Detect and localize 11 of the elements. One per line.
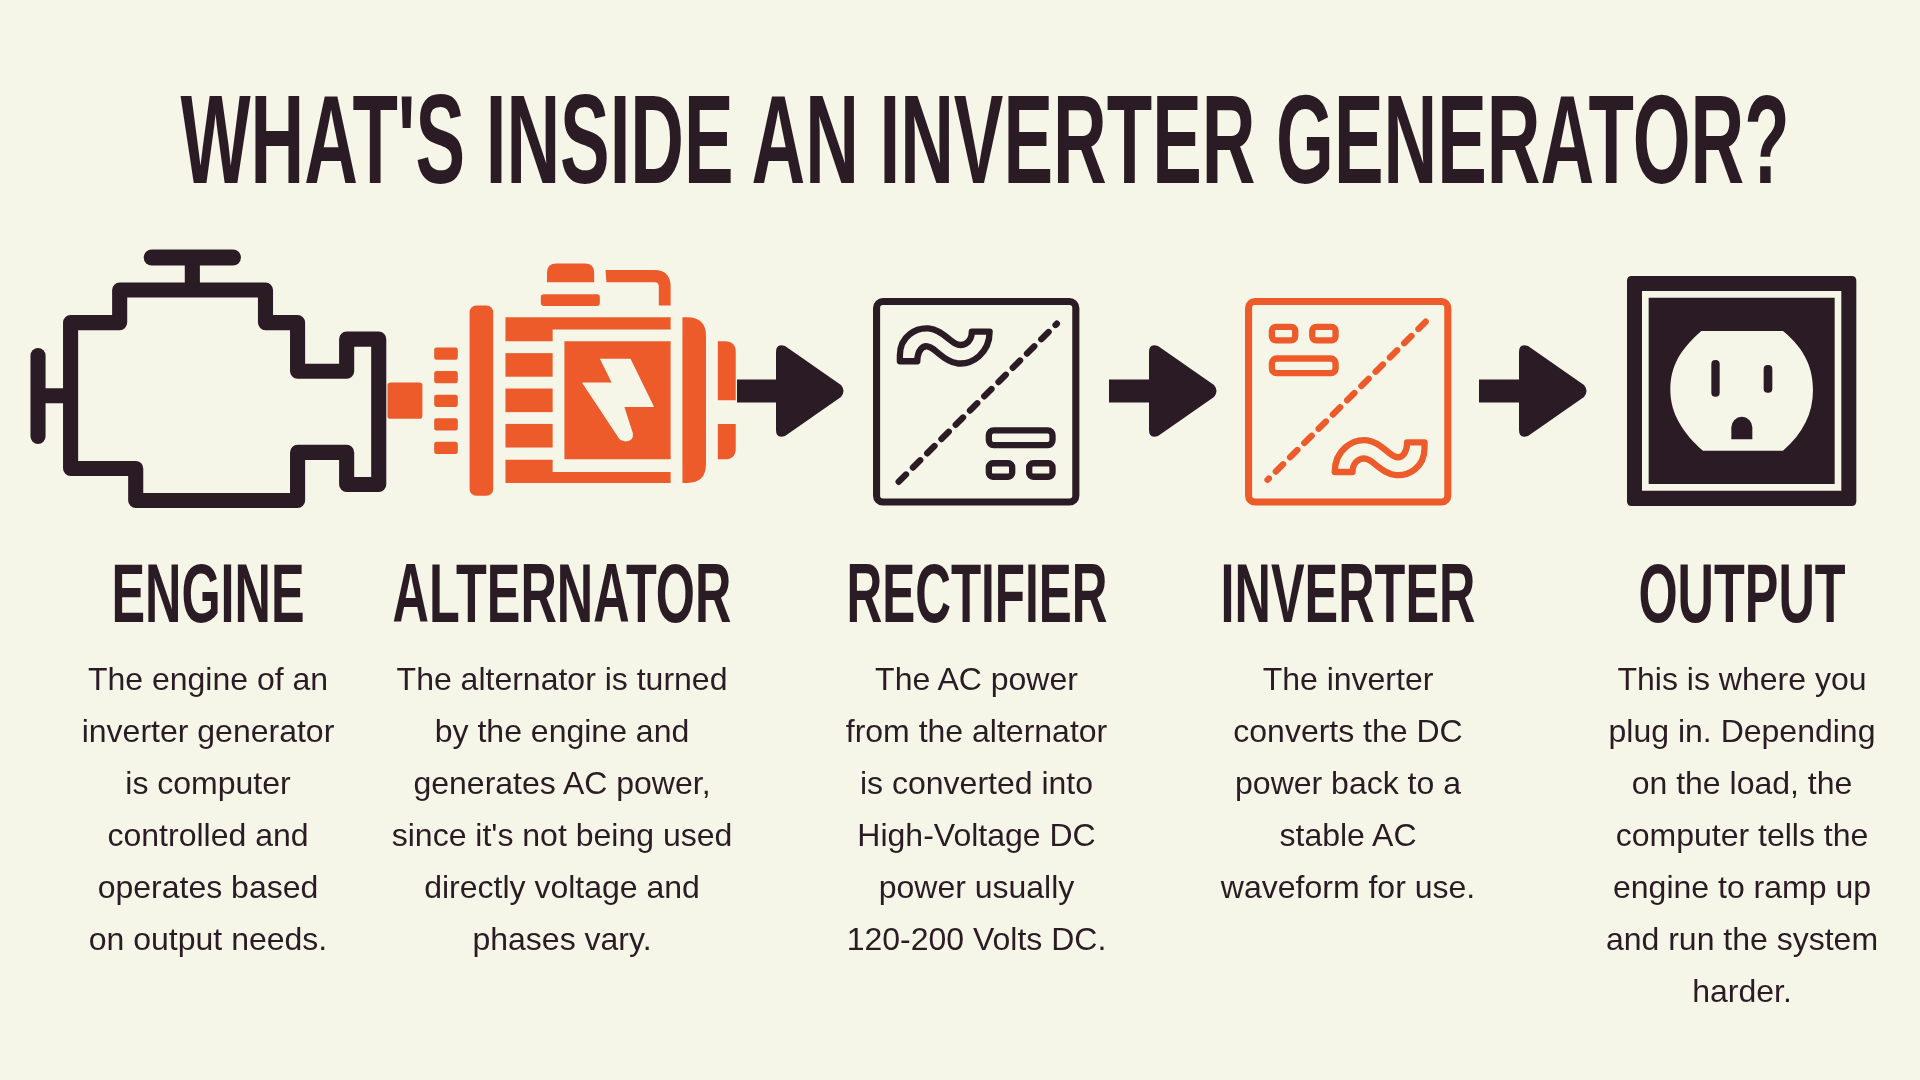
step-description: The alternator is turned by the engine and generates AC power, since it's not being used directly voltage and phases vary.	[390, 660, 734, 959]
step-description: The inverter converts the DC power back to a stable AC waveform for use.	[1219, 660, 1477, 907]
title: WHAT'S INSIDE AN INVERTER GENERATOR?	[180, 77, 1790, 203]
step-description: The engine of an inverter generator is computer controlled and operates based on output needs.	[80, 660, 336, 959]
step-description: The AC power from the alternator is converted into High-Voltage DC power usually 120-200 Volts DC.	[844, 660, 1109, 959]
step-heading: OUTPUT	[1638, 551, 1846, 635]
step-heading: INVERTER	[1220, 551, 1476, 635]
step-description: This is where you plug in. Depending on the load, the computer tells the engine to ramp up and run the system harder.	[1604, 660, 1880, 1011]
step-heading: ALTERNATOR	[392, 551, 732, 635]
step-heading: ENGINE	[111, 551, 305, 635]
step-heading: RECTIFIER	[845, 551, 1108, 635]
